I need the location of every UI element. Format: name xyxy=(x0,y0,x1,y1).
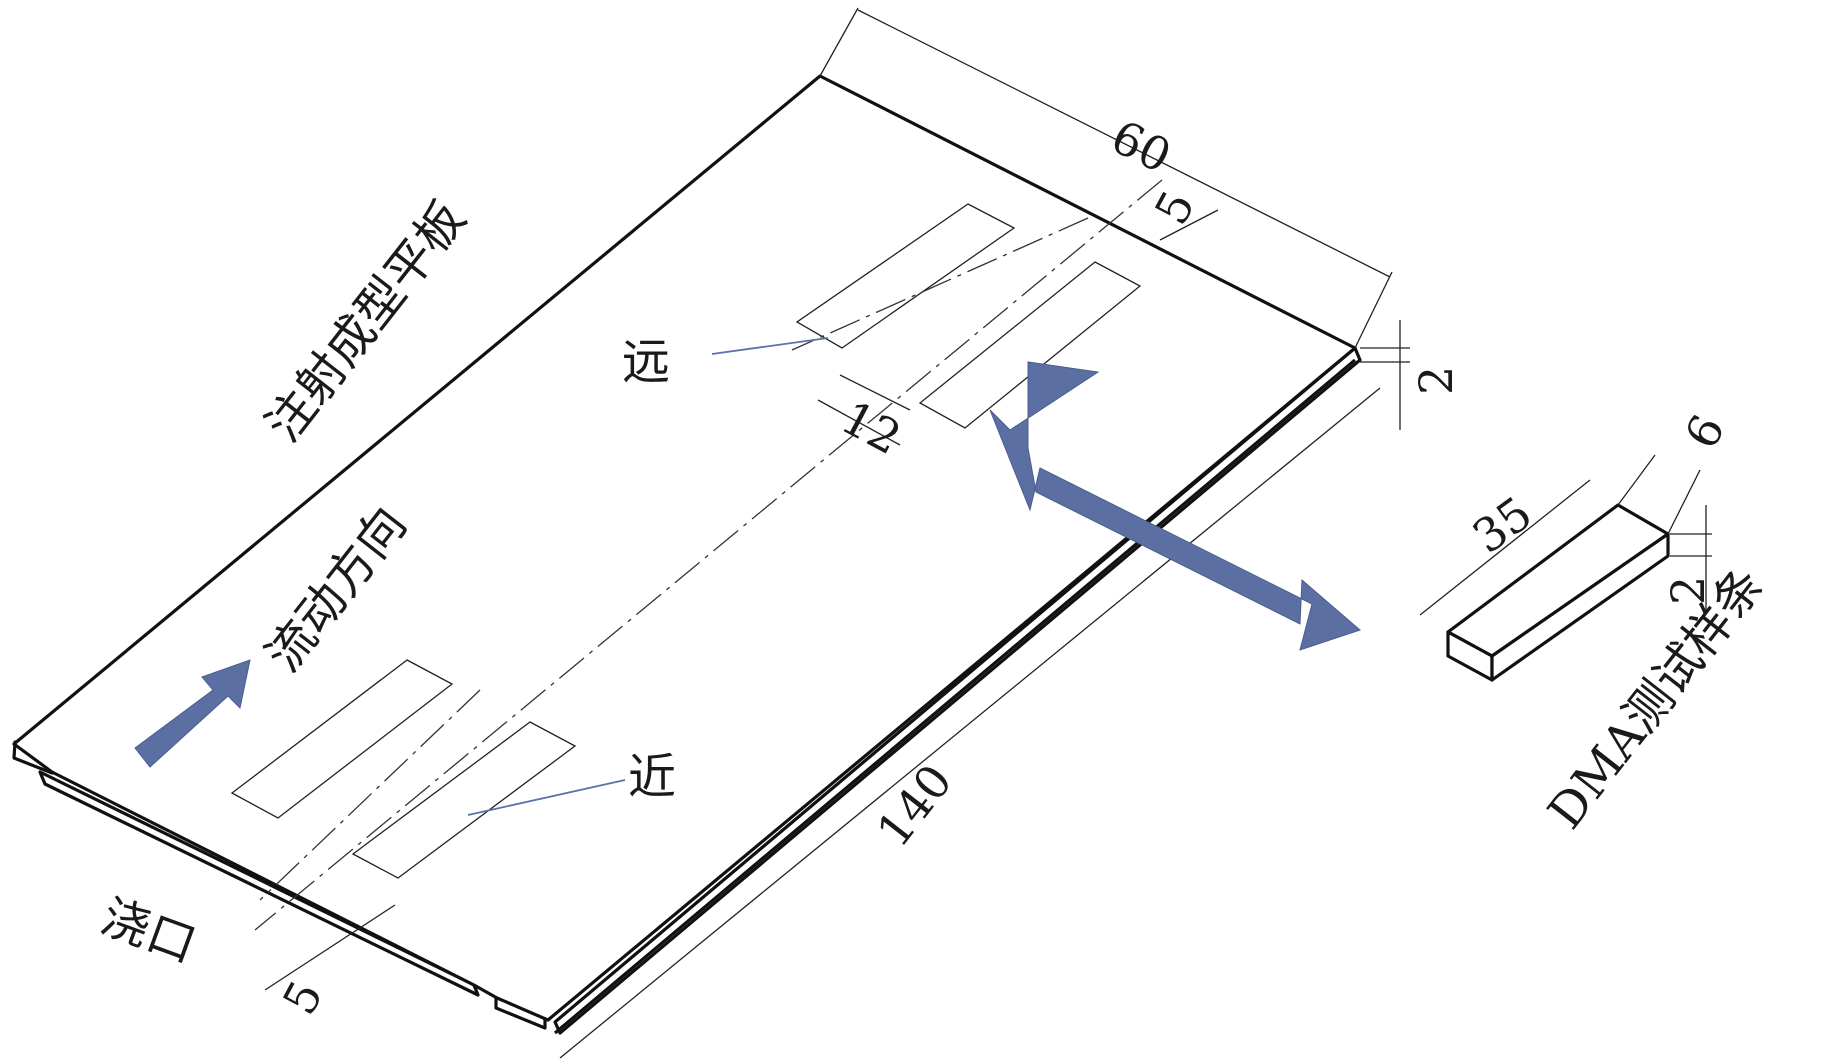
cutout-regions xyxy=(230,179,1163,931)
far-leader-line xyxy=(711,337,829,355)
dim-plate-width: 60 xyxy=(1103,109,1179,183)
dim-edge-offset-top: 5 xyxy=(1144,182,1205,233)
plate-top-face xyxy=(12,74,1357,1022)
strip-axis-far xyxy=(791,217,1089,351)
dma-test-specimen xyxy=(1419,454,1712,682)
dim-specimen-thickness: 2 xyxy=(1661,576,1715,605)
far-strip-1 xyxy=(795,203,1016,349)
near-strip-1 xyxy=(230,659,454,819)
plate-side-left xyxy=(38,770,480,997)
strip-axis-near xyxy=(259,689,481,901)
far-label: 远 xyxy=(622,334,670,390)
dim-edge-offset-bottom: 5 xyxy=(272,972,333,1023)
near-strip-2 xyxy=(351,721,577,879)
dim-plate-thickness: 2 xyxy=(1409,366,1463,395)
dim-plate-length: 140 xyxy=(866,754,963,856)
far-strip-2 xyxy=(918,261,1142,429)
specimen-side xyxy=(1490,532,1670,682)
flow-direction-arrow xyxy=(134,659,251,768)
near-label: 近 xyxy=(628,749,676,805)
center-line xyxy=(254,179,1163,931)
double-headed-arrow xyxy=(989,361,1361,651)
gate-label: 浇口 xyxy=(94,889,203,974)
near-leader-line xyxy=(467,779,626,816)
dim-specimen-width: 6 xyxy=(1674,406,1735,457)
dim-specimen-length: 35 xyxy=(1463,486,1542,564)
injection-molded-plate xyxy=(12,74,1362,1035)
plate-edge-line xyxy=(553,358,1357,1035)
dimension-lines xyxy=(264,7,1410,1059)
